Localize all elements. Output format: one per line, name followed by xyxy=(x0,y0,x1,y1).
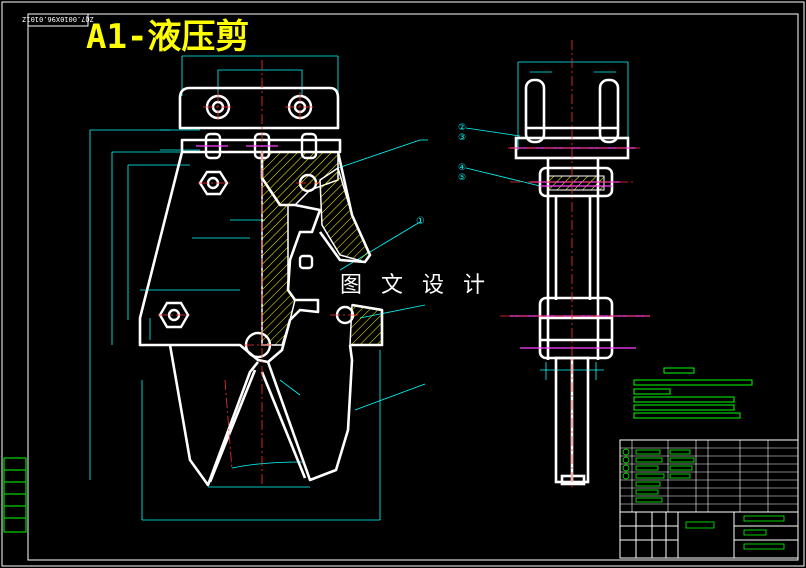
side-centerlines xyxy=(500,40,650,490)
parts-list-entries xyxy=(622,448,785,550)
balloon-3: ④ xyxy=(458,163,466,173)
hex-nut-upper xyxy=(198,170,229,196)
balloon-1: ② xyxy=(458,123,466,133)
title-block xyxy=(619,439,799,559)
side-view: ② ③ ④ ⑤ xyxy=(458,40,650,490)
parts-list-rows xyxy=(620,440,798,512)
front-centerlines xyxy=(158,60,360,485)
drawing-code: ZQ7.0010X96.0101Z xyxy=(22,15,94,23)
front-body-outline xyxy=(138,86,384,487)
balloon-2: ③ xyxy=(458,133,466,143)
hatched-arm xyxy=(319,166,371,263)
side-hatched-block xyxy=(547,175,605,191)
balloon-4: ⑤ xyxy=(458,173,466,183)
watermark-text: 图 文 设 计 xyxy=(340,273,491,298)
front-view: ① xyxy=(89,55,428,521)
hex-nut-lower xyxy=(158,301,190,329)
hatched-pivot-block xyxy=(349,304,383,346)
balloon-front: ① xyxy=(416,216,425,227)
drawing-title: A1-液压剪 xyxy=(86,17,249,57)
left-margin-table xyxy=(3,457,27,533)
technical-requirements xyxy=(633,367,753,419)
drawing-code-box xyxy=(27,13,89,27)
